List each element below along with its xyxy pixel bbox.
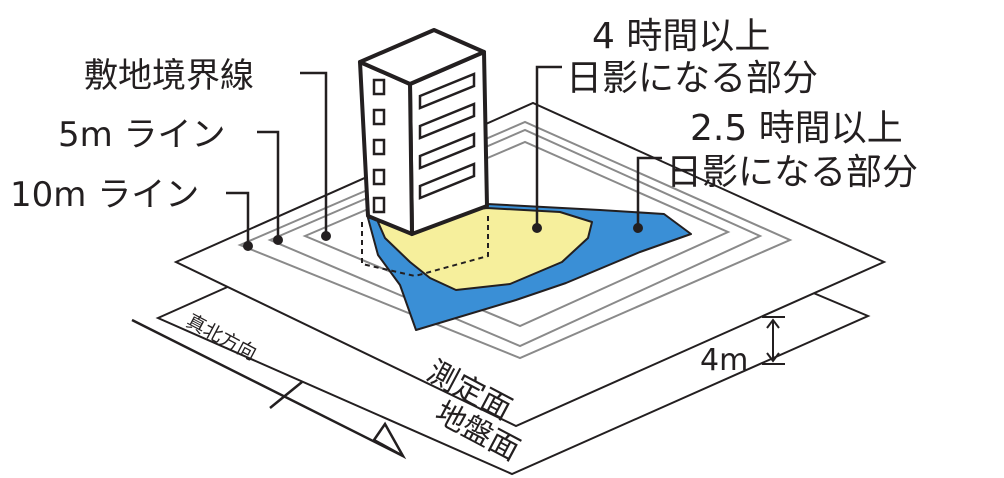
label-5m-line: 5m ライン [58,115,226,155]
label-shadow-4h-line1: 4 時間以上 [592,16,770,57]
leader-site-boundary [300,71,328,232]
building-windows-left [372,78,386,214]
marker-10m [243,241,253,251]
label-shadow-2-5h-line1: 2.5 時間以上 [690,108,903,149]
marker-5m [273,235,283,245]
marker-site-boundary [321,231,331,241]
label-height: 4m [700,343,748,378]
label-site-boundary: 敷地境界線 [84,56,254,96]
height-dimension [762,316,785,365]
label-shadow-4h-line2: 日影になる部分 [566,58,818,99]
label-10m-line: 10m ライン [10,175,199,215]
marker-shadow-4h [532,223,542,233]
building-windows-right [418,72,476,200]
leader-shadow-2-5h [636,156,662,224]
leader-5m [257,130,280,236]
true-north-arrow [131,318,407,460]
label-shadow-2-5h-line2: 日影になる部分 [666,152,918,193]
leader-shadow-4h [535,65,562,224]
marker-shadow-2-5h [633,223,643,233]
building-left-face [358,60,414,236]
building-footprint-hidden [361,214,489,278]
leader-10m [226,191,250,242]
building-top-face [358,28,486,86]
